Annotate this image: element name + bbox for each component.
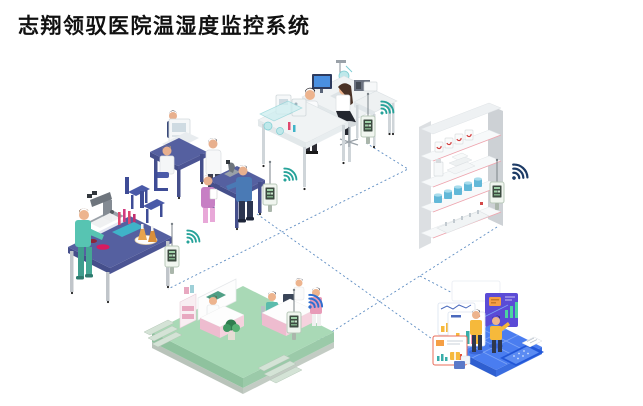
person-seated-blonde	[154, 144, 175, 191]
scene-microscope-table	[68, 191, 172, 304]
person-lab-technician	[75, 208, 104, 280]
tablet-device	[500, 336, 544, 366]
scene-nurse-station	[143, 277, 334, 394]
vial-tray	[436, 210, 490, 234]
wifi-signal-icon	[276, 165, 300, 188]
plant-icon	[223, 319, 240, 340]
medical-cabinet	[179, 285, 200, 329]
medicine-jars	[434, 129, 474, 153]
person-standing-white	[293, 277, 305, 301]
steps-right	[257, 354, 303, 384]
wifi-signal-icon	[504, 160, 532, 187]
small-microscope-icon	[224, 160, 240, 177]
screen-panel-purple	[485, 293, 518, 327]
person-standing-blue	[226, 164, 254, 223]
person-operator-2	[489, 315, 510, 353]
petri-dish-icon	[96, 244, 110, 250]
person-standing-purple	[201, 174, 218, 223]
medicine-boxes	[433, 152, 476, 177]
equipment-rack-icon	[354, 80, 370, 91]
chair	[125, 177, 150, 209]
person-standing-pink	[310, 287, 322, 326]
person-operator-1	[469, 309, 483, 355]
scene-research-lab	[257, 60, 398, 191]
steps-left	[143, 319, 183, 348]
lab-equipment-icons	[259, 94, 307, 135]
network-links	[167, 142, 498, 353]
flask-plate-icon	[134, 224, 158, 245]
page-title: 志翔领驭医院温湿度监控系统	[18, 15, 311, 38]
specimen-cups	[434, 177, 482, 203]
chair	[140, 191, 165, 223]
network-link	[299, 226, 498, 353]
wifi-signal-icon	[179, 227, 203, 250]
sensor-device-2	[262, 160, 300, 213]
network-link	[256, 213, 443, 347]
parcel-boxes	[450, 352, 471, 369]
network-link	[419, 275, 465, 300]
scene-analysis-desks	[125, 110, 265, 231]
sensor-device-3	[164, 222, 203, 275]
scene-monitoring-center	[432, 280, 544, 377]
scene-medicine-shelf	[419, 102, 503, 249]
test-tube-rack-icon	[112, 209, 144, 237]
microscope-icon	[84, 191, 126, 234]
